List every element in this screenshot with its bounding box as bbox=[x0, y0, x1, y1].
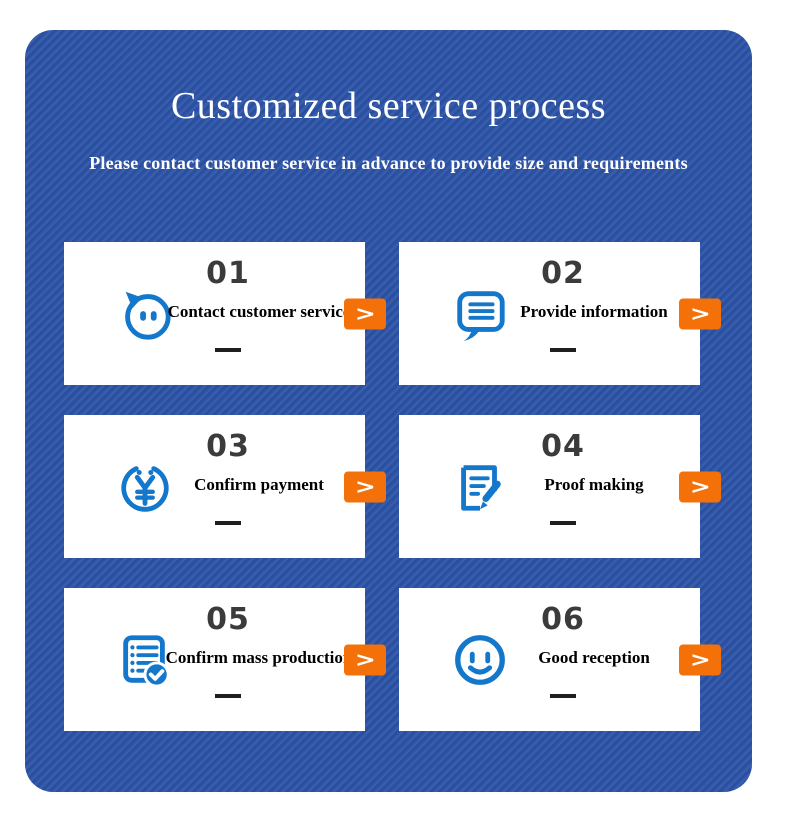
step-card-06: 06 Good reception > bbox=[399, 588, 721, 731]
step-arrow-button[interactable]: > bbox=[344, 298, 386, 329]
step-card-01: 01 Contact customer service > bbox=[64, 242, 386, 385]
step-label: Confirm mass production bbox=[165, 648, 353, 667]
arrow-right-icon: > bbox=[354, 474, 376, 499]
step-arrow-button[interactable]: > bbox=[679, 298, 721, 329]
step-number: 03 bbox=[206, 429, 250, 464]
step-number: 04 bbox=[541, 429, 585, 464]
arrow-right-icon: > bbox=[354, 647, 376, 672]
step-card-04: 04 Proof making > bbox=[399, 415, 721, 558]
step-number: 01 bbox=[206, 256, 250, 291]
step-label: Confirm payment bbox=[194, 475, 324, 494]
step-underline bbox=[215, 348, 241, 352]
arrow-right-icon: > bbox=[689, 647, 711, 672]
step-card-03: 03 Confirm payment > bbox=[64, 415, 386, 558]
steps-grid: 01 Contact customer service > 02 Provide… bbox=[64, 242, 721, 731]
step-card-02: 02 Provide information > bbox=[399, 242, 721, 385]
yen-coin-icon bbox=[116, 458, 174, 516]
step-underline bbox=[550, 521, 576, 525]
step-arrow-button[interactable]: > bbox=[679, 471, 721, 502]
step-underline bbox=[550, 694, 576, 698]
arrow-right-icon: > bbox=[689, 474, 711, 499]
step-number: 06 bbox=[541, 602, 585, 637]
step-underline bbox=[550, 348, 576, 352]
step-label: Contact customer service bbox=[167, 302, 351, 321]
step-arrow-button[interactable]: > bbox=[679, 644, 721, 675]
arrow-right-icon: > bbox=[354, 301, 376, 326]
step-underline bbox=[215, 521, 241, 525]
step-number: 02 bbox=[541, 256, 585, 291]
step-label: Good reception bbox=[538, 648, 650, 667]
speech-bubble-icon bbox=[451, 285, 509, 343]
page-title: Customized service process bbox=[170, 85, 607, 127]
checklist-check-icon bbox=[116, 631, 174, 689]
step-card-05: 05 Confirm mass production > bbox=[64, 588, 386, 731]
chat-smiley-icon bbox=[116, 285, 174, 343]
step-arrow-button[interactable]: > bbox=[344, 471, 386, 502]
arrow-right-icon: > bbox=[689, 301, 711, 326]
service-process-panel: Customized service process Please contac… bbox=[25, 30, 752, 792]
step-number: 05 bbox=[206, 602, 250, 637]
step-underline bbox=[215, 694, 241, 698]
step-arrow-button[interactable]: > bbox=[344, 644, 386, 675]
smiley-face-icon bbox=[451, 631, 509, 689]
step-label: Provide information bbox=[520, 302, 668, 321]
document-pencil-icon bbox=[451, 458, 509, 516]
page-subtitle: Please contact customer service in advan… bbox=[89, 152, 688, 173]
step-label: Proof making bbox=[544, 475, 644, 494]
